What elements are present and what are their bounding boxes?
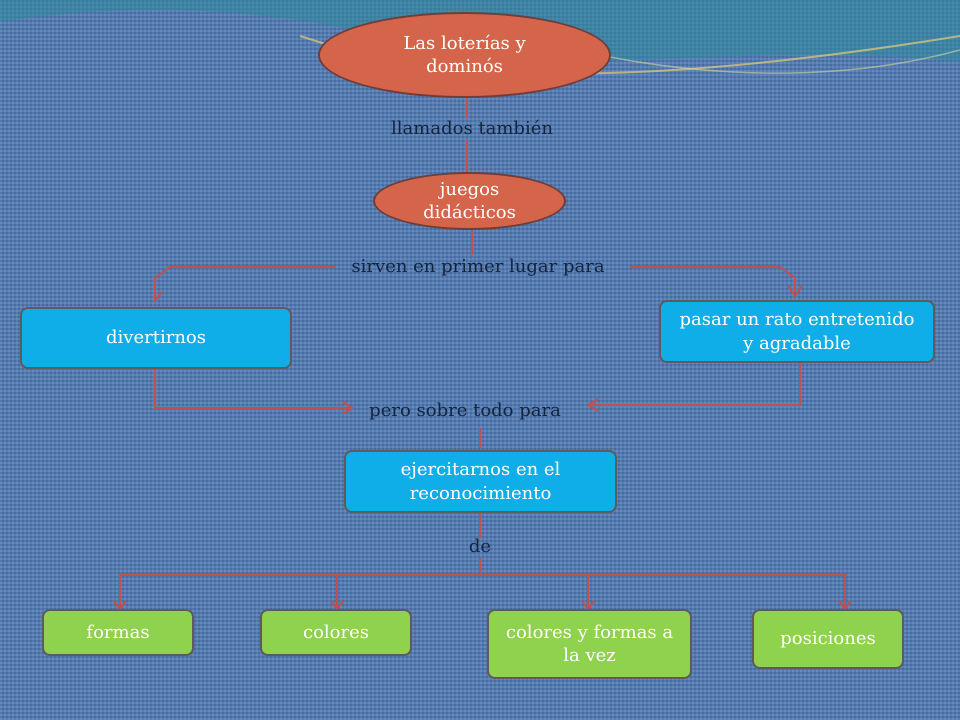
- node-title-text: Las loterías y dominós: [403, 32, 526, 77]
- node-posiciones: posiciones: [752, 609, 904, 669]
- link-llamados: llamados también: [391, 118, 553, 139]
- node-formas-text: formas: [86, 621, 150, 643]
- node-colores-formas-text: colores y formas a la vez: [505, 621, 674, 666]
- node-formas: formas: [42, 609, 194, 656]
- link-pero: pero sobre todo para: [369, 400, 561, 421]
- node-divertirnos: divertirnos: [20, 307, 292, 369]
- link-de: de: [468, 536, 492, 557]
- node-divertirnos-text: divertirnos: [106, 327, 206, 349]
- link-sirven: sirven en primer lugar para: [351, 256, 605, 277]
- node-ejercitarnos: ejercitarnos en el reconocimiento: [344, 450, 617, 513]
- node-colores: colores: [260, 609, 412, 656]
- node-ejercitarnos-text: ejercitarnos en el reconocimiento: [400, 459, 561, 504]
- node-title: Las loterías y dominós: [318, 12, 611, 98]
- node-juegos-text: juegos didácticos: [423, 178, 516, 223]
- node-posiciones-text: posiciones: [780, 628, 876, 650]
- node-colores-text: colores: [302, 621, 369, 643]
- node-pasar: pasar un rato entretenido y agradable: [659, 300, 935, 363]
- node-juegos: juegos didácticos: [373, 172, 566, 230]
- node-pasar-text: pasar un rato entretenido y agradable: [679, 309, 915, 354]
- node-colores-formas: colores y formas a la vez: [487, 609, 692, 679]
